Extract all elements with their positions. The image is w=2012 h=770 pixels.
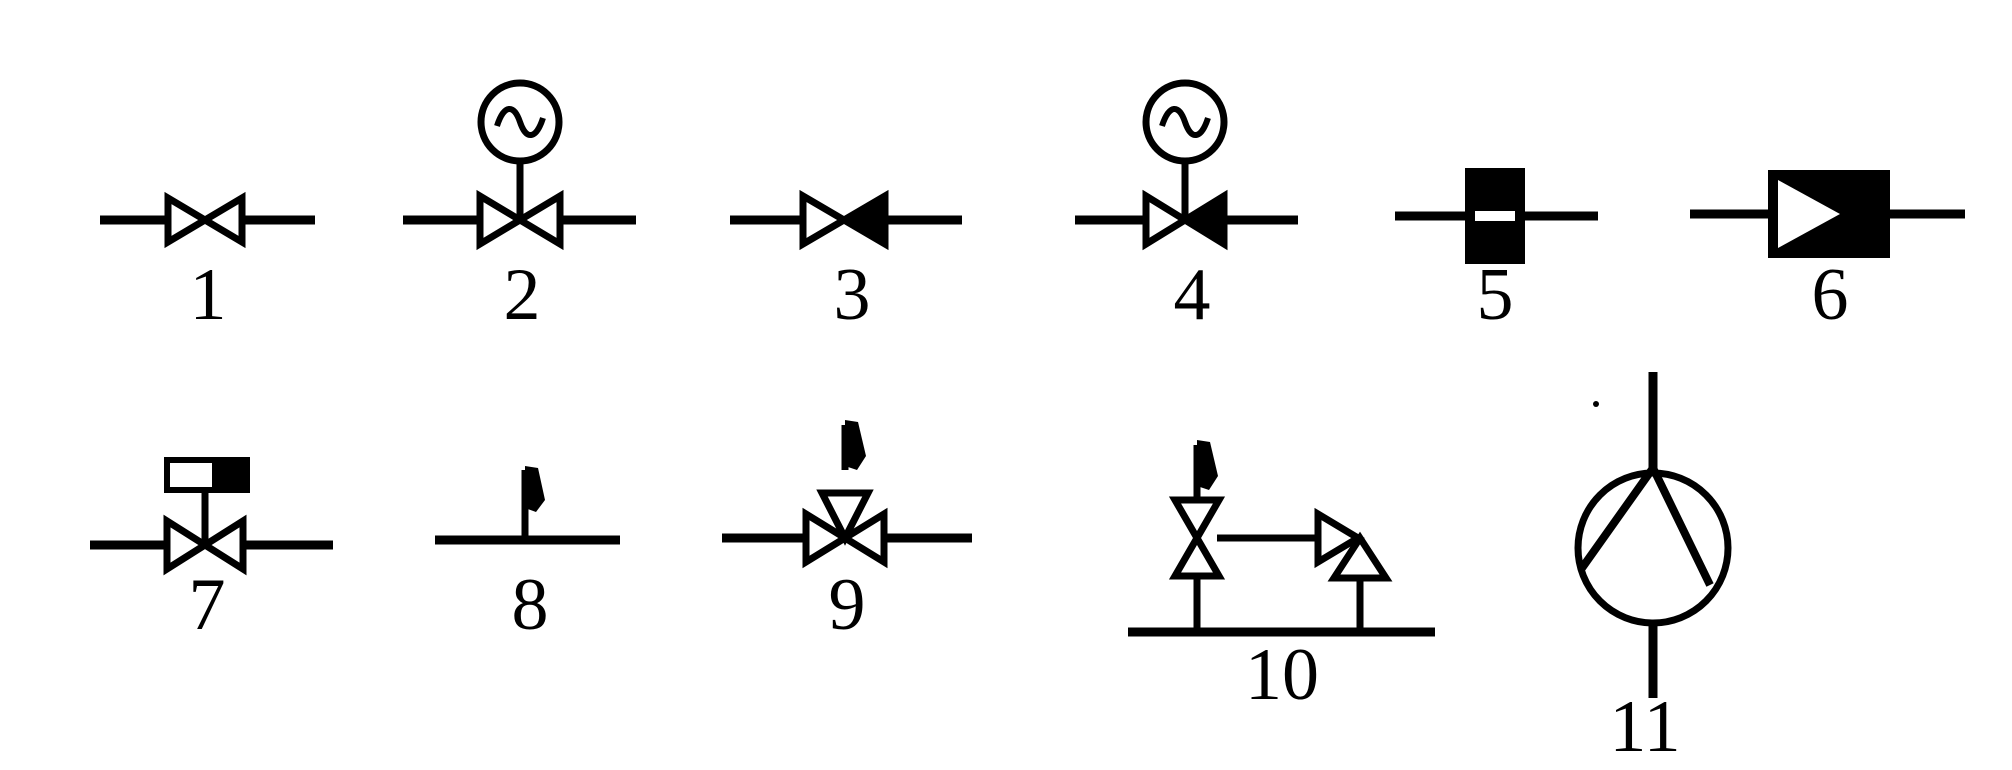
label-1: 1: [189, 254, 227, 336]
label-6: 6: [1811, 254, 1849, 336]
label-8: 8: [511, 564, 549, 646]
symbol-7-solenoid-valve: [90, 457, 333, 576]
label-5: 5: [1476, 254, 1514, 336]
label-4: 4: [1173, 254, 1211, 336]
label-9: 9: [828, 564, 866, 646]
symbol-1-valve: [100, 191, 315, 249]
label-11: 11: [1609, 686, 1681, 768]
symbol-4-motor-check-valve: [1075, 79, 1298, 251]
label-7: 7: [188, 564, 226, 646]
symbol-5-block: [1395, 168, 1598, 264]
symbol-6-box: [1690, 170, 1965, 258]
label-3: 3: [833, 254, 871, 336]
symbol-8-manual-operator: [435, 466, 620, 545]
symbol-10-manual-valve-assembly: [1128, 440, 1435, 637]
symbol-11-pump: [1574, 372, 1732, 698]
symbol-2-motor-valve: [403, 79, 636, 251]
symbol-9-manual-3way-valve: [722, 420, 972, 569]
symbol-3-check-valve: [730, 189, 962, 251]
label-2: 2: [503, 254, 541, 336]
label-10: 10: [1245, 634, 1319, 716]
